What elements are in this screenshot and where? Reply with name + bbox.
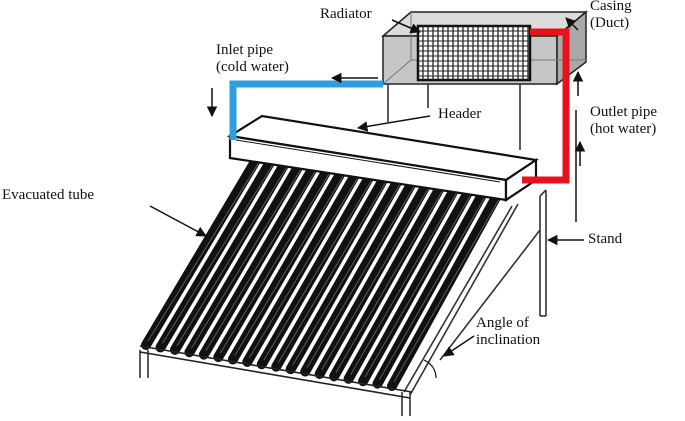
outlet-pipe	[522, 28, 570, 184]
evacuated-tube-leader	[149, 205, 207, 237]
radiator-grid	[418, 26, 530, 80]
header-leader	[356, 115, 431, 132]
evacuated-tube-highlight	[393, 193, 503, 383]
evacuated-tube-highlight	[205, 163, 321, 351]
evacuated-tube-highlight	[335, 184, 447, 373]
inlet-pipe	[229, 80, 383, 140]
radiator	[416, 24, 532, 82]
evacuated-tubes	[141, 145, 505, 391]
evacuated-tube-highlight	[321, 181, 433, 371]
casing-leader	[565, 17, 579, 31]
evacuated-tube-highlight	[263, 172, 377, 361]
leader-lines	[149, 17, 586, 379]
evacuated-tube-highlight	[162, 156, 279, 344]
evacuated-tube-label: Evacuated tube	[2, 187, 95, 203]
evacuated-tube-highlight	[190, 160, 307, 349]
header-label: Header	[438, 106, 482, 122]
header-manifold	[226, 114, 539, 203]
evacuated-tube-highlight	[379, 191, 489, 380]
radiator-leader	[391, 19, 421, 34]
evacuated-tube-highlight	[277, 174, 391, 363]
angle-arc	[423, 359, 437, 379]
bottom-frame	[139, 345, 413, 399]
stand	[139, 84, 547, 416]
radiator-label: Radiator	[320, 6, 372, 22]
hot-water-pipe	[522, 28, 570, 184]
inlet-pipe-label: Inlet pipe (cold water)	[216, 42, 289, 75]
outlet-pipe-label: Outlet pipe (hot water)	[590, 104, 658, 137]
evacuated-tube-highlight	[176, 158, 293, 347]
casing-label: Casing (Duct)	[590, 0, 632, 31]
stand-label: Stand	[588, 231, 623, 247]
evacuated-tube-highlight	[350, 186, 461, 376]
evacuated-tube-highlight	[234, 167, 349, 356]
evacuated-tube-highlight	[292, 177, 405, 366]
evacuated-tube-highlight	[147, 153, 265, 342]
angle-of-inclination-label: Angle of inclination	[476, 315, 541, 348]
evacuated-tube-highlight	[364, 189, 475, 378]
evacuated-tube-highlight	[248, 170, 363, 359]
angle-leader	[443, 335, 475, 357]
evacuated-tube-highlight	[306, 179, 419, 368]
cold-water-pipe	[229, 80, 383, 140]
evacuated-tube-highlight	[219, 165, 335, 354]
